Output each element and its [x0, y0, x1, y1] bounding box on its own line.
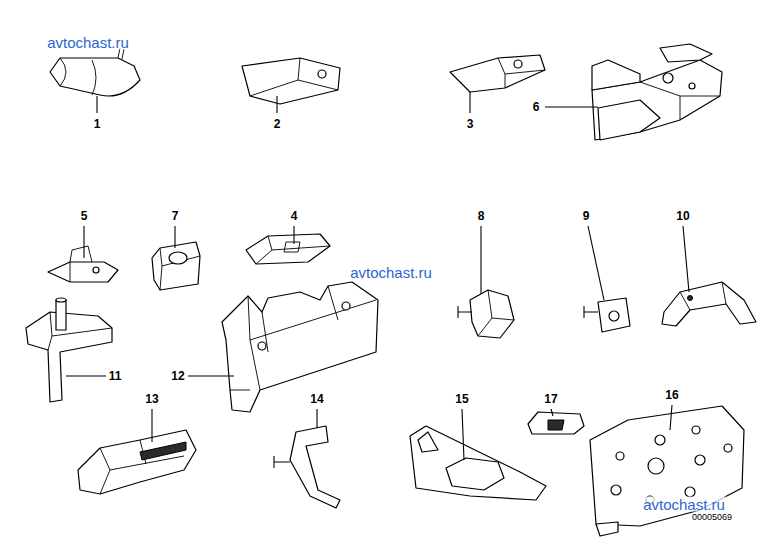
drawing-number: 00005069	[692, 513, 732, 522]
callout-number: 4	[291, 210, 298, 222]
callout-number: 5	[81, 210, 88, 222]
callout-number: 12	[171, 370, 184, 382]
watermark: avtochast.ru	[349, 265, 433, 280]
callout-number: 3	[467, 118, 474, 130]
callout-number: 11	[109, 370, 122, 382]
watermark: avtochast.ru	[46, 35, 130, 50]
callout-number: 8	[478, 210, 485, 222]
callout-number: 6	[533, 101, 540, 113]
callout-number: 1	[94, 118, 101, 130]
callout-number: 7	[172, 210, 179, 222]
callout-number: 13	[145, 393, 158, 405]
callout-number: 15	[455, 393, 468, 405]
callout-number: 10	[676, 210, 689, 222]
callout-number: 2	[274, 118, 281, 130]
callout-number: 14	[310, 393, 323, 405]
callout-number: 9	[583, 210, 590, 222]
callout-number: 17	[544, 393, 557, 405]
watermark: avtochast.ru	[642, 497, 726, 512]
callout-number: 16	[665, 389, 678, 401]
